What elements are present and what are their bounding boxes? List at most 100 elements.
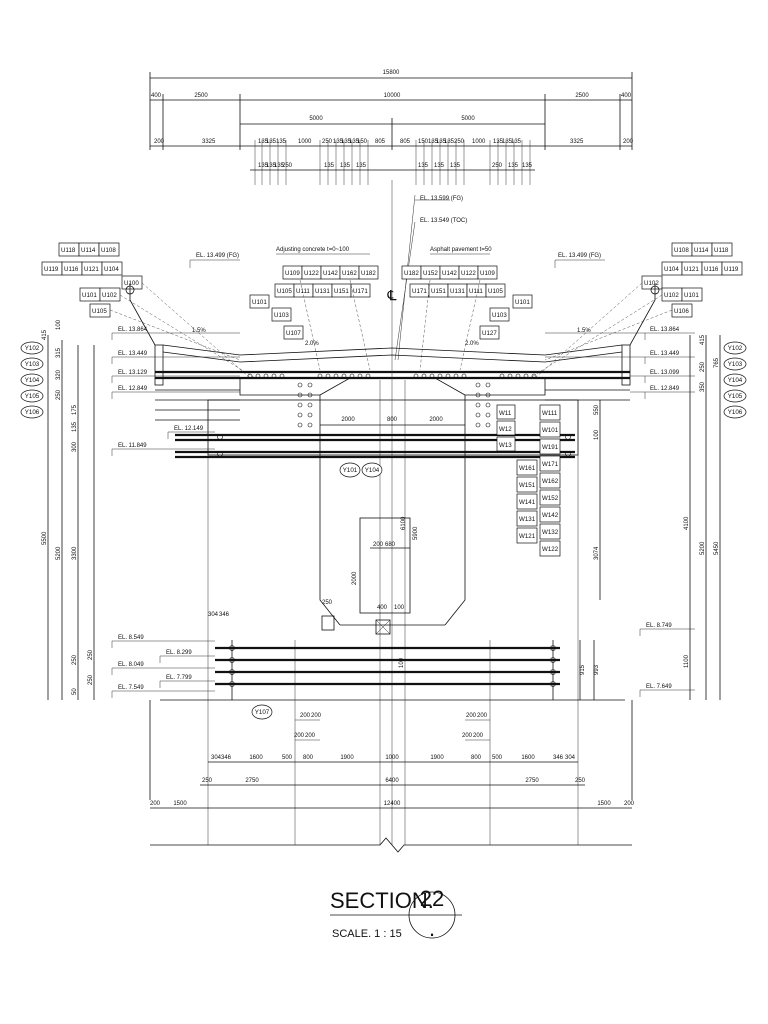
dim-center-7: 2000 <box>352 571 358 585</box>
el-left-1: EL. 13.449 <box>118 351 148 357</box>
dim-row3-r11: 200 <box>623 139 634 145</box>
dim-right-v11: 993 <box>594 664 600 675</box>
top-notes: EL. 13.599 (FG) EL. 13.549 (TOC) EL. 13.… <box>189 194 605 361</box>
w-label: W122 <box>542 546 559 553</box>
top-dimensions: 15800 400 2500 10000 2500 400 5000 5000 <box>149 70 634 185</box>
overall-width-label: 15800 <box>383 70 400 76</box>
dim-row4-5: 135 <box>340 163 351 169</box>
dim-row3-l2: 135 <box>258 139 269 145</box>
dim-row4-0: 135 <box>258 163 269 169</box>
el-right-2: EL. 13.099 <box>650 370 680 376</box>
u-label: U122 <box>304 270 319 277</box>
dim-left-v4: 250 <box>56 389 62 400</box>
left-u-labels: U118 U114 U108 U119 U116 U121 U104 U100 … <box>41 242 143 318</box>
dim-center-1: 800 <box>387 417 398 423</box>
u-label: U119 <box>724 266 739 273</box>
el-bottom-left-4: EL. 7.549 <box>118 685 144 691</box>
dim-center-9: 400 <box>377 605 388 611</box>
dim-row3-r0: 805 <box>400 139 411 145</box>
dim-row3-r5: 250 <box>454 139 465 145</box>
dim-b1-0: 304 <box>211 755 222 761</box>
dim-small-5: 200 <box>477 713 488 719</box>
u-label: U100 <box>124 280 139 287</box>
dim-row3-r1: 150 <box>418 139 429 145</box>
dim-row3-l5: 1000 <box>298 139 312 145</box>
dim-center-3: 5900 <box>413 526 419 540</box>
dim-center-11: 304 <box>208 612 219 618</box>
u-label: U102 <box>102 292 117 299</box>
dim-right-v10: 915 <box>580 664 586 675</box>
y-tag: Y106 <box>25 409 40 416</box>
dim-b1-1: 346 <box>221 755 232 761</box>
dim-row3-r9: 135 <box>511 139 522 145</box>
dim-row3-l1: 3325 <box>202 139 216 145</box>
u-label: U104 <box>664 266 679 273</box>
dim-right-v7: 5200 <box>700 541 706 555</box>
dim-row3-r8: 135 <box>502 139 513 145</box>
dim-row4-2: 135 <box>274 163 285 169</box>
section-number: 22 <box>420 886 444 911</box>
el-bottom-left-2: EL. 8.049 <box>118 662 144 668</box>
u-label: U102 <box>644 280 659 287</box>
rebar-dots <box>217 373 571 687</box>
dim-b2-0: 250 <box>202 778 213 784</box>
dim-right-v3: 350 <box>700 381 706 392</box>
dim-center-10: 100 <box>394 605 405 611</box>
dim-row3-l7: 135 <box>333 139 344 145</box>
center-dims: 2000 800 2000 5900 6100 680 200 2000 250… <box>208 417 465 668</box>
y-tag: Y105 <box>25 393 40 400</box>
u-label: U108 <box>101 247 116 254</box>
dim-row1-1: 2500 <box>194 93 208 99</box>
dim-left-v14: 50 <box>72 688 78 695</box>
dim-small-6: 200 <box>462 733 473 739</box>
el-right-1: EL. 13.449 <box>650 351 680 357</box>
dim-left-v7: 300 <box>72 441 78 452</box>
dim-center-13: 100 <box>399 657 405 668</box>
dim-b1-2: 1600 <box>249 755 263 761</box>
u-label: U105 <box>277 288 292 295</box>
u-label: U108 <box>674 247 689 254</box>
left-vertical-dims: 415 100 315 320 250 175 135 300 5500 520… <box>42 319 95 700</box>
u-label: U107 <box>286 330 301 337</box>
dim-left-v0: 415 <box>42 329 48 340</box>
u-label: U162 <box>342 270 357 277</box>
dim-row1-3: 2500 <box>575 93 589 99</box>
u-label: U171 <box>353 288 368 295</box>
u-label: U142 <box>323 270 338 277</box>
dim-left-v2: 315 <box>56 347 62 358</box>
el-fg-left: EL. 13.499 (FG) <box>196 253 239 259</box>
dim-row4-6: 135 <box>356 163 367 169</box>
el-left-4: EL. 12.149 <box>174 426 204 432</box>
dim-row3-r2: 135 <box>428 139 439 145</box>
dim-b2-4: 250 <box>575 778 586 784</box>
slope-right-inner: 2.0% <box>465 341 479 347</box>
dim-center-0: 2000 <box>341 417 355 423</box>
y-tag: Y107 <box>255 709 270 716</box>
u-label: U105 <box>488 288 503 295</box>
scale-text: SCALE. 1 : 15 <box>332 928 402 940</box>
w-label: W101 <box>542 427 559 434</box>
u-label: U109 <box>480 270 495 277</box>
u-label: U114 <box>694 247 709 254</box>
dim-row1-4: 400 <box>621 93 632 99</box>
dim-right-v0: 765 <box>714 357 720 368</box>
right-vertical-dims: 765 415 250 350 550 100 4100 5200 5450 3… <box>579 334 721 700</box>
el-left-2: EL. 13.129 <box>118 370 148 376</box>
u-label: U142 <box>442 270 457 277</box>
center-left-u-labels: U109 U122 U142 U162 U182 U101 U105 U111 … <box>249 265 379 340</box>
w-label: W171 <box>542 461 559 468</box>
u-label: U151 <box>334 288 349 295</box>
u-label: U182 <box>361 270 376 277</box>
u-label: U114 <box>81 247 96 254</box>
dim-small-0: 200 <box>300 713 311 719</box>
dim-left-v8: 5500 <box>42 531 48 545</box>
y-tag: Y102 <box>728 345 743 352</box>
slope-left-outer: 1.5% <box>192 328 206 334</box>
dim-b3-1: 1500 <box>173 801 187 807</box>
w-label: W131 <box>519 516 536 523</box>
w-label: W132 <box>542 529 559 536</box>
dim-left-v3: 320 <box>56 369 62 380</box>
el-left-3: EL. 12.849 <box>118 386 148 392</box>
dim-small-3: 200 <box>305 733 316 739</box>
dim-b2-1: 2750 <box>245 778 259 784</box>
